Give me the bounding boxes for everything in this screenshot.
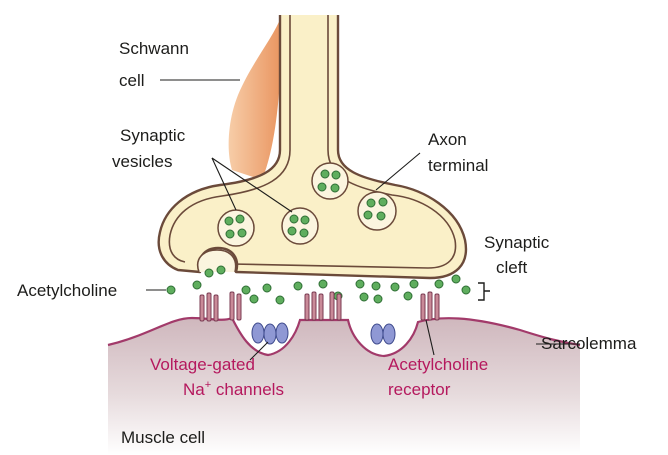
synaptic-vesicles-label-line2: vesicles bbox=[112, 152, 172, 171]
axon-terminal-label-line1: Axon bbox=[428, 130, 467, 149]
acetylcholine-molecules bbox=[166, 265, 471, 305]
schwann-cell-label: Schwann cell bbox=[119, 39, 194, 90]
muscle-cell-label: Muscle cell bbox=[121, 428, 205, 447]
vesicle bbox=[217, 209, 255, 247]
sarcolemma-label: Sarcolemma bbox=[541, 334, 637, 353]
synaptic-cleft-bracket bbox=[478, 282, 490, 301]
synaptic-cleft-label-line2: cleft bbox=[496, 258, 527, 277]
leader-lines bbox=[146, 79, 580, 361]
vesicle bbox=[357, 191, 397, 231]
na-channels bbox=[251, 322, 396, 345]
ach-receptors bbox=[199, 291, 440, 322]
vesicle bbox=[281, 207, 319, 245]
schwann-cell-label-line1: Schwann bbox=[119, 39, 189, 58]
vesicle bbox=[311, 162, 349, 200]
acetylcholine-label: Acetylcholine bbox=[17, 281, 117, 300]
axon-terminal-label-line2: terminal bbox=[428, 156, 488, 175]
exocytosis-vesicle bbox=[197, 249, 237, 273]
voltage-gated-label-na: Na bbox=[183, 380, 205, 399]
synaptic-vesicles-label-line1: Synaptic bbox=[120, 126, 186, 145]
synaptic-cleft-label: Synaptic cleft bbox=[484, 233, 554, 277]
synaptic-cleft-label-line1: Synaptic bbox=[484, 233, 550, 252]
ach-receptor-label-line2: receptor bbox=[388, 380, 451, 399]
voltage-gated-label-line1: Voltage-gated bbox=[150, 355, 255, 374]
synaptic-vesicles-label: Synaptic vesicles bbox=[112, 126, 190, 171]
voltage-gated-label-plus: + bbox=[205, 379, 211, 391]
muscle-cell-body bbox=[108, 318, 580, 455]
schwann-cell bbox=[228, 15, 282, 180]
voltage-gated-label-channels: channels bbox=[211, 380, 284, 399]
ach-receptor-label: Acetylcholine receptor bbox=[388, 355, 493, 399]
voltage-gated-label: Voltage-gated Na+ channels bbox=[150, 355, 284, 399]
axon-terminal-label: Axon terminal bbox=[428, 130, 488, 175]
ach-receptor-label-line1: Acetylcholine bbox=[388, 355, 488, 374]
schwann-cell-label-line2: cell bbox=[119, 71, 145, 90]
